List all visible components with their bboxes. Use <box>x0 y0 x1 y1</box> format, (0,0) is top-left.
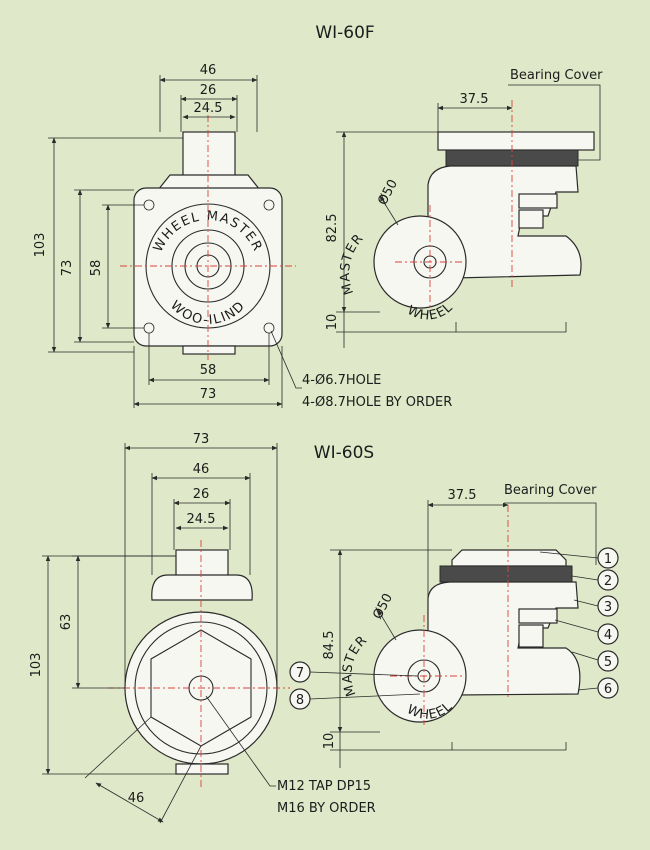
bearing-cover-leader-top <box>508 84 601 161</box>
tap-note-2: M16 BY ORDER <box>277 801 376 816</box>
dim-84-5-s: 84.5 <box>322 631 337 660</box>
dim-46: 46 <box>200 63 217 78</box>
bearing-cover-label-s: Bearing Cover <box>504 483 597 498</box>
svg-text:7: 7 <box>296 666 304 681</box>
wi-60f-drawing: WI-60F WHEEL MASTER WOO-ILIND 46 <box>33 23 603 410</box>
dim-73-s: 73 <box>193 432 210 447</box>
wi-60f-side-view: MASTER WHEEL 37.5 Bearing Cover 82.5 10 <box>325 68 603 348</box>
dim-58-left: 58 <box>89 260 104 277</box>
dim-103: 103 <box>33 233 48 258</box>
hole-note-2: 4-Ø8.7HOLE BY ORDER <box>302 395 452 410</box>
dim-37-5-s: 37.5 <box>448 488 477 503</box>
dim-46-s: 46 <box>193 462 210 477</box>
callout-6: 6 <box>597 677 619 699</box>
svg-text:8: 8 <box>296 693 304 708</box>
bearing-cover-label-top: Bearing Cover <box>510 68 603 83</box>
nut-upper <box>518 193 558 209</box>
bottom-tab-s <box>175 763 229 775</box>
wi-60s-title: WI-60S <box>314 443 374 463</box>
dim-103-s: 103 <box>29 653 44 678</box>
foot-outline-s <box>451 742 567 751</box>
wi-60f-title: WI-60F <box>315 23 374 43</box>
wheel-text-top-s: MASTER <box>340 633 370 698</box>
tap-note-1: M12 TAP DP15 <box>277 779 371 794</box>
callout-8: 8 <box>289 688 311 710</box>
dim-73-left: 73 <box>60 260 75 277</box>
tap-leader <box>205 695 276 787</box>
dim-82-5: 82.5 <box>325 214 340 243</box>
dia-50-s: Ø50 <box>370 591 396 622</box>
svg-text:5: 5 <box>604 655 612 670</box>
dim-63-s: 63 <box>59 614 74 631</box>
hex-top-s <box>451 549 567 567</box>
callout-3: 3 <box>597 595 619 617</box>
svg-text:2: 2 <box>604 574 612 589</box>
callout-1: 1 <box>597 547 619 569</box>
top-stem <box>182 131 236 179</box>
dim-24-5-s: 24.5 <box>187 512 216 527</box>
nut-lower-s <box>518 624 544 648</box>
yoke-s <box>151 574 253 601</box>
bearing-cover-s <box>439 565 573 583</box>
bottom-tab <box>182 345 236 355</box>
dim-10-top: 10 <box>325 314 340 331</box>
dim-26: 26 <box>200 83 217 98</box>
wi-60f-front-view: WHEEL MASTER WOO-ILIND 46 26 24.5 103 <box>33 63 452 410</box>
wi-60s-front-view: 73 46 26 24.5 103 63 <box>29 432 376 824</box>
hole-leader <box>270 330 302 389</box>
wi-60s-drawing: WI-60S 73 46 26 <box>29 432 619 824</box>
callout-5: 5 <box>597 650 619 672</box>
wheel-text-top: MASTER <box>338 231 367 297</box>
svg-text:1: 1 <box>604 552 612 567</box>
callout-7: 7 <box>289 661 311 683</box>
dim-73-bottom: 73 <box>200 387 217 402</box>
svg-text:4: 4 <box>604 628 612 643</box>
hole-note-1: 4-Ø6.7HOLE <box>302 373 381 388</box>
foot-outline <box>455 322 567 333</box>
nut-lower <box>518 209 544 229</box>
nut-upper-s <box>518 608 558 624</box>
dim-26-s: 26 <box>193 487 210 502</box>
dim-46-diag-s: 46 <box>128 791 145 806</box>
wi-60s-side-view: MASTER WHEEL 37.5 Bearing Cover 84.5 10 … <box>289 483 619 768</box>
svg-text:3: 3 <box>604 600 612 615</box>
dim-58-bottom: 58 <box>200 363 217 378</box>
callout-2: 2 <box>597 569 619 591</box>
dim-10-s: 10 <box>322 733 337 750</box>
mount-hole-tr <box>263 199 275 211</box>
dim-24-5: 24.5 <box>194 101 223 116</box>
top-plate <box>437 131 595 151</box>
svg-text:6: 6 <box>604 682 612 697</box>
dim-37-5-top: 37.5 <box>460 92 489 107</box>
dia-50-top: Ø50 <box>375 177 401 208</box>
callout-4: 4 <box>597 623 619 645</box>
